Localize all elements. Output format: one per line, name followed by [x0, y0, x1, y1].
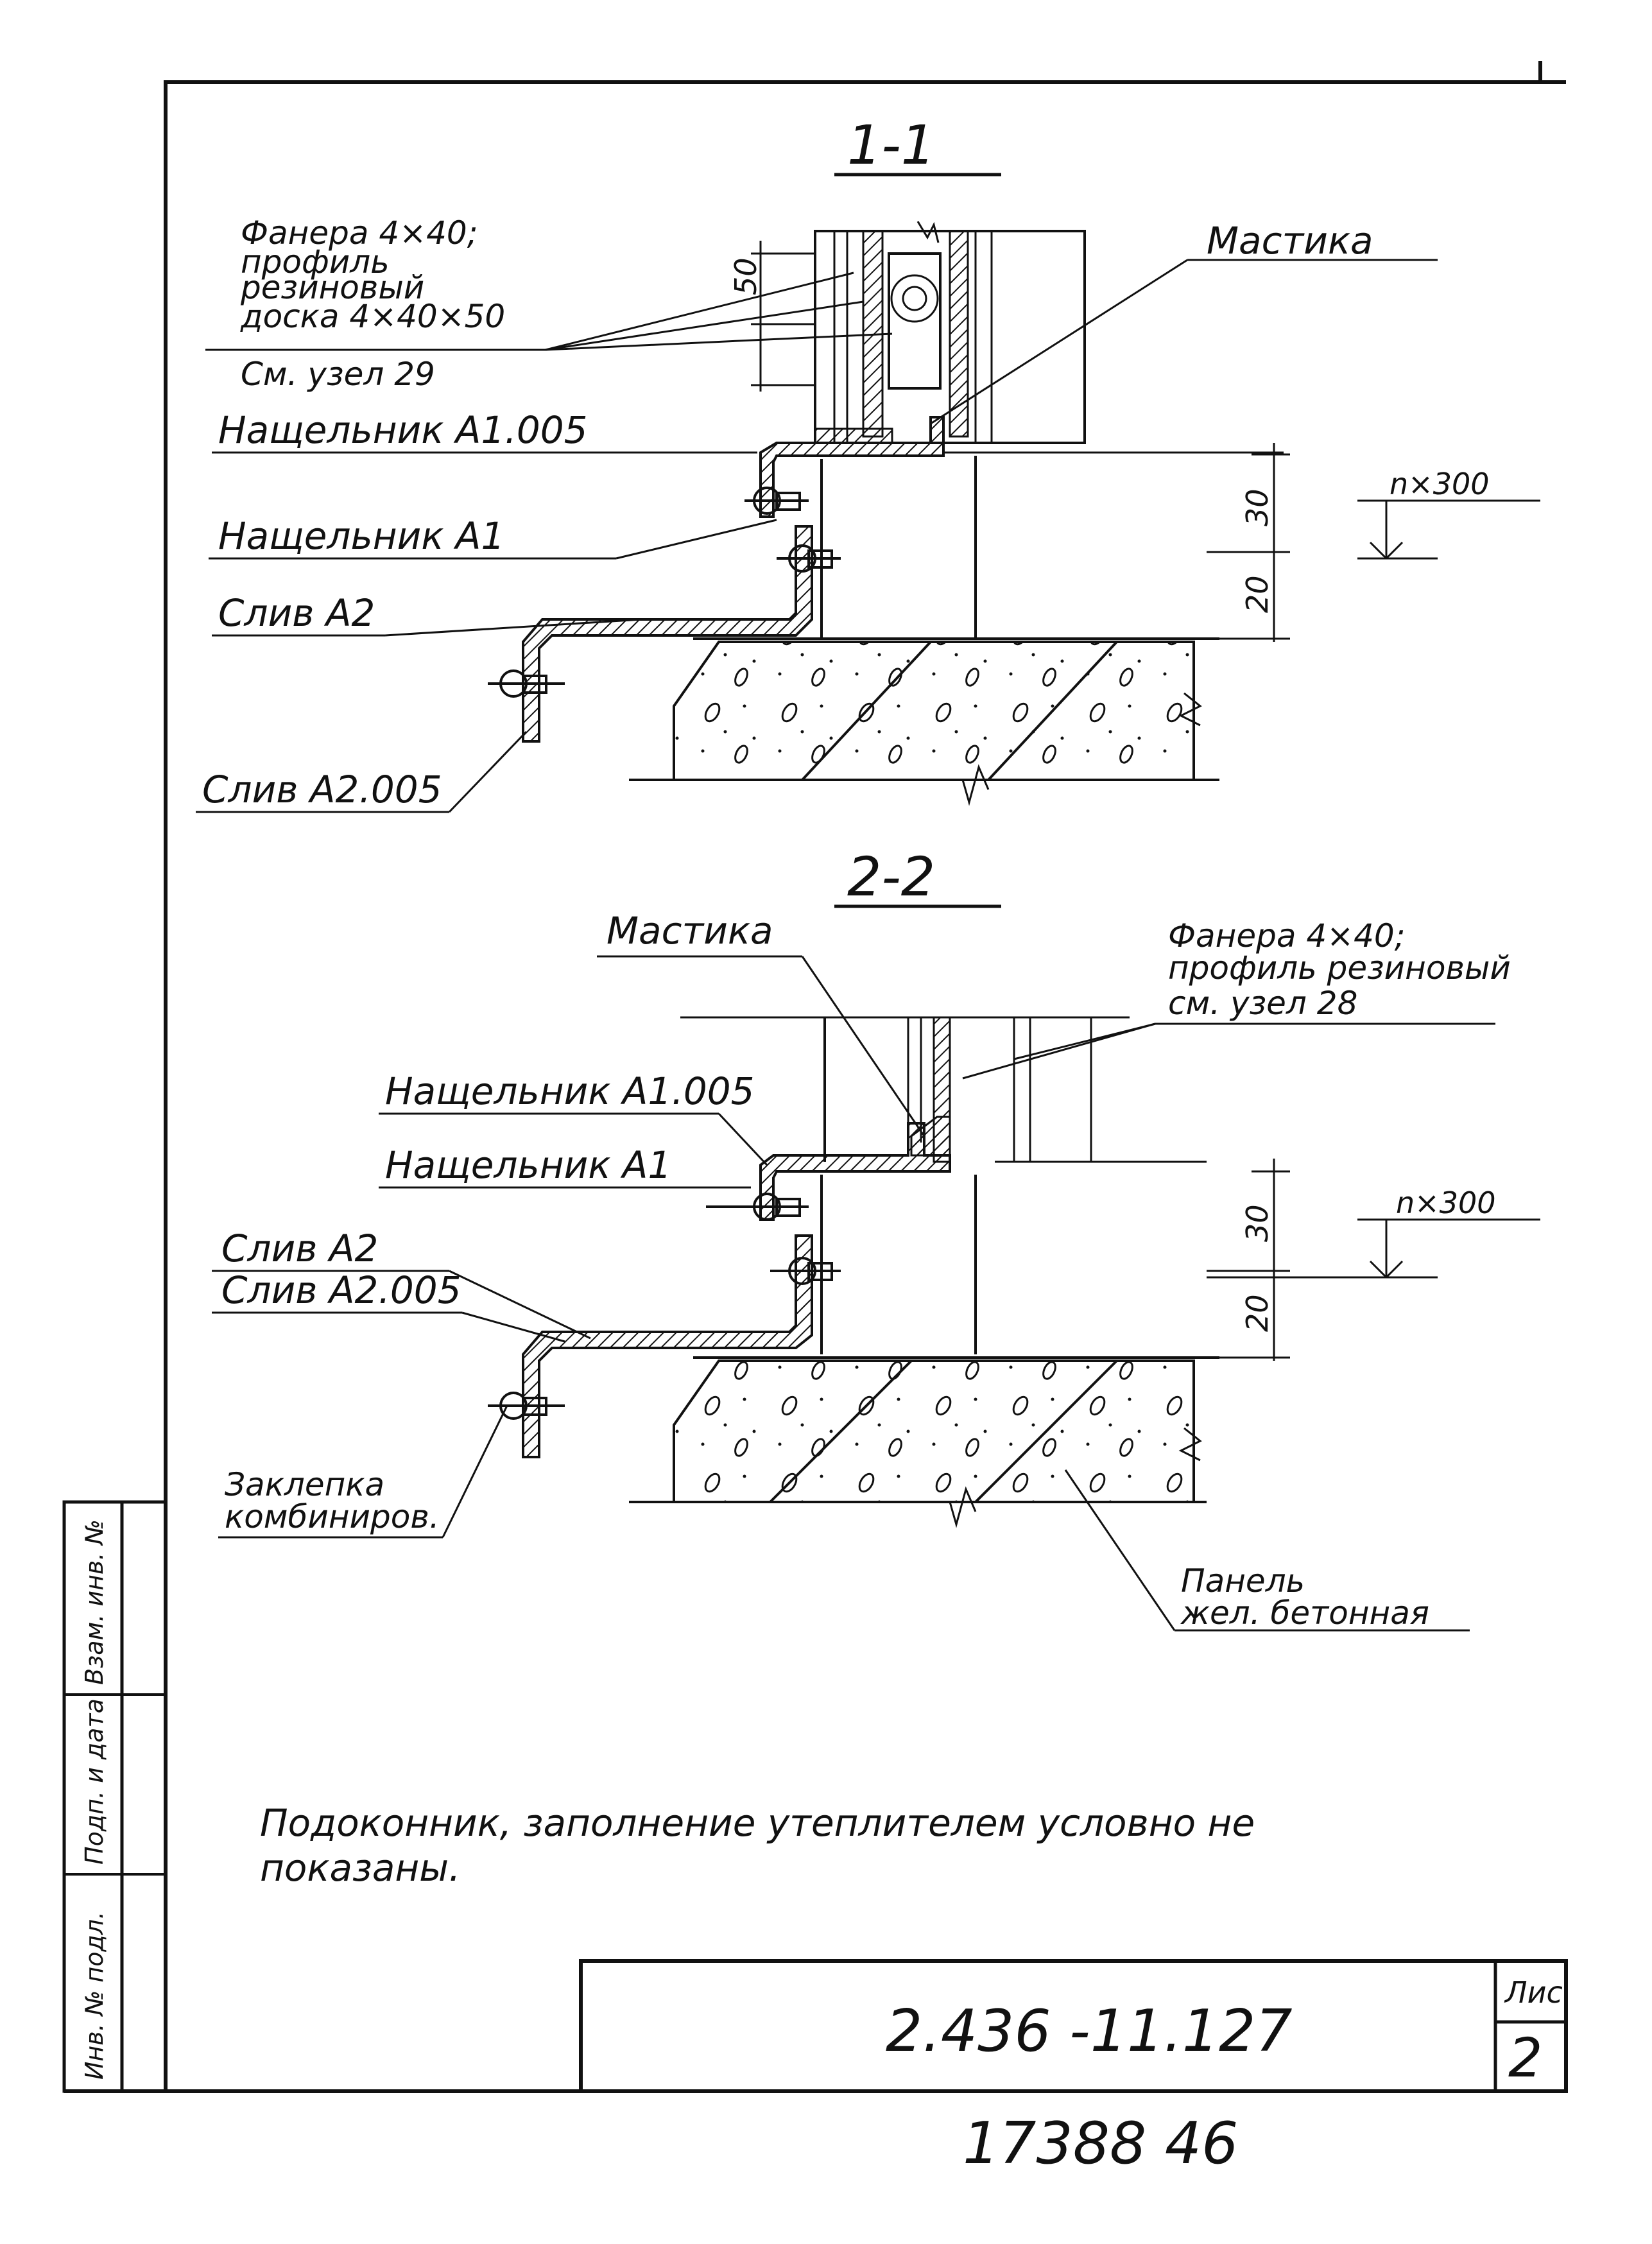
general-note: Подоконник, заполнение утеплителем услов…	[260, 1801, 1255, 1890]
window-frame-block-1	[814, 221, 1086, 444]
label-mastic-1: Мастика	[1207, 219, 1373, 263]
dim-pitch-2: n×300	[1396, 1186, 1496, 1220]
label-flashing-2: Нащельник А1	[385, 1143, 671, 1187]
note-line-1: Подоконник, заполнение утеплителем услов…	[260, 1801, 1255, 1845]
side-stamp-sign: Подп. и дата	[80, 1698, 108, 1865]
dim-20-2: 20	[1240, 1294, 1275, 1332]
rivet-icon	[488, 487, 841, 698]
dim-pitch-1: n×300	[1390, 467, 1490, 501]
label-panel-a: Панель	[1181, 1562, 1305, 1600]
label-see-node-1: См. узел 29	[241, 356, 435, 393]
sheet-number: 2	[1508, 2026, 1542, 2089]
label-plywood-1a: Фанера 4×40;	[241, 214, 478, 252]
dim-30-1: 30	[1240, 488, 1275, 526]
leaders-1	[196, 259, 1438, 813]
mastic-1	[814, 427, 893, 444]
label-plywood-2b: профиль резиновый	[1168, 949, 1511, 987]
sill-block-1	[820, 451, 1284, 639]
label-drip-1: Слив А2	[218, 591, 375, 635]
dim-20-1: 20	[1240, 575, 1275, 613]
flashing-profile-1	[759, 416, 945, 518]
label-plywood-1b: профиль	[241, 243, 390, 280]
label-see-node-2: см. узел 28	[1168, 985, 1357, 1022]
section-2-title: 2-2	[847, 845, 935, 908]
section-2-2: 2-2	[212, 845, 1540, 1632]
label-drip-005-1: Слив А2.005	[202, 768, 442, 811]
rivet-icon	[488, 1193, 841, 1420]
section-1-1: 1-1	[196, 114, 1540, 813]
label-panel-b: жел. бетонная	[1180, 1594, 1429, 1632]
concrete-panel-1	[629, 637, 1219, 806]
dim-50-1: 50	[728, 257, 763, 295]
label-plywood-1c: резиновый	[240, 269, 424, 306]
side-stamp: Инв. № подл. Подп. и дата Взам. инв. №	[62, 1500, 166, 2093]
bottom-code: 17388 46	[963, 2110, 1238, 2177]
label-flashing-005-2: Нащельник А1.005	[385, 1069, 755, 1113]
sheet-label: Лис	[1504, 1975, 1563, 2010]
section-1-title: 1-1	[847, 114, 935, 177]
label-drip-005-2: Слив А2.005	[221, 1268, 461, 1312]
label-plywood-2a: Фанера 4×40;	[1168, 917, 1406, 954]
side-stamp-inv: Инв. № подл.	[80, 1912, 108, 2080]
label-rivet-a: Заклепка	[225, 1466, 384, 1503]
doc-number: 2.436 -11.127	[886, 1998, 1293, 2065]
dimensions-2: 30 20 n×300	[1207, 1159, 1540, 1361]
flashing-profile-2	[759, 1122, 951, 1221]
drip-profile-2	[522, 1234, 813, 1458]
label-plywood-1d: доска 4×40×50	[240, 298, 505, 335]
note-line-2: показаны.	[260, 1846, 461, 1890]
label-mastic-2: Мастика	[607, 909, 773, 953]
sill-block-2	[820, 1175, 977, 1354]
label-rivet-b: комбиниров.	[225, 1498, 440, 1535]
label-flashing-005-1: Нащельник А1.005	[218, 408, 588, 452]
title-block: 2.436 -11.127 Лис 2	[579, 1959, 1568, 2093]
side-stamp-replace: Взам. инв. №	[80, 1519, 108, 1685]
concrete-panel-2	[629, 1356, 1219, 1528]
dim-30-2: 30	[1240, 1204, 1275, 1242]
label-drip-2: Слив А2	[221, 1227, 378, 1270]
leaders-2	[212, 955, 1495, 1632]
label-flashing-1: Нащельник А1	[218, 514, 504, 558]
dimensions-1: 50 30 20 n×300	[728, 241, 1540, 642]
drip-profile-1	[522, 525, 813, 743]
